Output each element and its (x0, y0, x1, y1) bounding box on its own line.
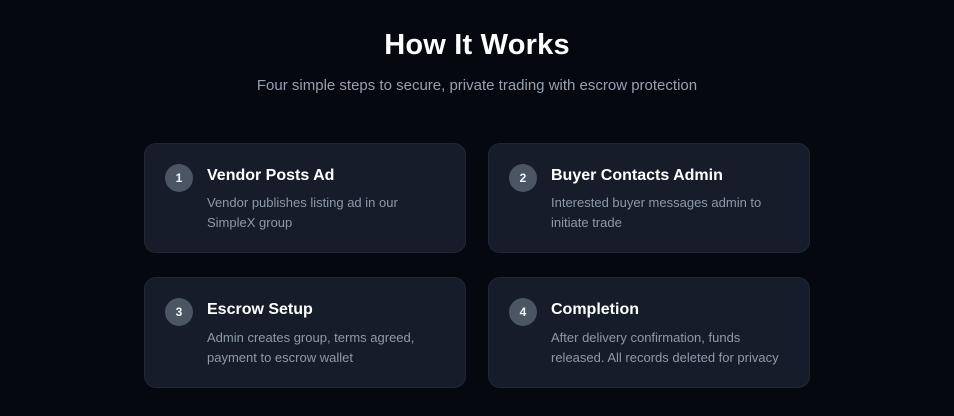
step-number-badge: 4 (509, 298, 537, 327)
step-title: Buyer Contacts Admin (551, 167, 723, 184)
step-description: After delivery confirmation, funds relea… (551, 329, 779, 365)
step-card-vendor-posts-ad: 1 Vendor Posts Ad Vendor publishes listi… (144, 143, 466, 254)
step-title: Escrow Setup (207, 301, 313, 319)
step-number-badge: 1 (165, 164, 193, 192)
step-body: Vendor Posts Ad Vendor publishes listing… (207, 163, 445, 233)
step-description: Admin creates group, terms agreed, payme… (207, 329, 415, 365)
step-body: Completion After delivery confirmation, … (551, 297, 789, 367)
page-title: How It Works (384, 29, 570, 61)
step-number-badge: 3 (165, 298, 193, 327)
step-body: Escrow Setup Admin creates group, terms … (207, 297, 445, 367)
step-description: Vendor publishes listing ad in our Simpl… (207, 195, 398, 231)
step-card-escrow-setup: 3 Escrow Setup Admin creates group, term… (144, 277, 466, 388)
step-card-buyer-contacts-admin: 2 Buyer Contacts Admin Interested buyer … (488, 143, 810, 254)
step-card-completion: 4 Completion After delivery confirmation… (488, 277, 810, 388)
step-number-badge: 2 (509, 164, 537, 192)
step-description: Interested buyer messages admin to initi… (551, 195, 762, 231)
step-title: Vendor Posts Ad (207, 167, 335, 184)
how-it-works-section: How It Works Four simple steps to secure… (0, 29, 954, 416)
step-body: Buyer Contacts Admin Interested buyer me… (551, 163, 789, 233)
section-subtitle: Four simple steps to secure, private tra… (256, 77, 698, 94)
steps-grid: 1 Vendor Posts Ad Vendor publishes listi… (144, 143, 810, 388)
step-title: Completion (551, 301, 639, 319)
